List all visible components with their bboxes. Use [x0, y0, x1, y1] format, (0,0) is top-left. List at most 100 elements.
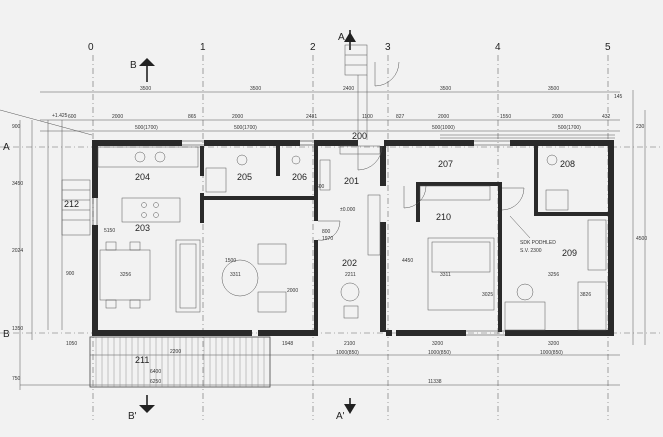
svg-text:865: 865: [188, 114, 197, 120]
entry-steps: [344, 44, 368, 140]
overall-width: 11338: [428, 379, 442, 385]
level-mark-top: +1.425: [52, 113, 68, 119]
svg-text:500(1700): 500(1700): [135, 125, 158, 131]
furniture: [97, 146, 607, 331]
room-210: 210: [436, 212, 451, 222]
svg-text:2400: 2400: [343, 86, 354, 92]
svg-text:500(1000): 500(1000): [432, 125, 455, 131]
svg-text:432: 432: [602, 114, 611, 120]
axis-column-5: 5: [605, 42, 611, 53]
top-inner-dimensions: 600 2000 865 2000 2481 1100 827 2000 155…: [68, 114, 611, 120]
left-dimensions: 900 3450 2024 900 1350 750: [12, 124, 75, 382]
svg-text:900: 900: [12, 124, 21, 130]
svg-text:2000: 2000: [287, 288, 298, 294]
svg-text:1500: 1500: [225, 258, 236, 264]
svg-text:2000: 2000: [112, 114, 123, 120]
svg-text:800: 800: [322, 229, 331, 235]
interior-walls: [200, 146, 608, 332]
svg-text:1000(850): 1000(850): [336, 350, 359, 356]
svg-text:4500: 4500: [636, 236, 647, 242]
room-201: 201: [344, 176, 359, 186]
misc-dimensions: +1.425 ±0.000 800 1970 600 2000 1500 382…: [52, 94, 647, 298]
section-mark-b-top: B: [130, 60, 137, 71]
axis-column-1: 1: [200, 42, 206, 53]
soffit-height: S.V. 2300: [520, 248, 542, 254]
svg-text:600: 600: [316, 184, 325, 190]
room-208: 208: [560, 159, 575, 169]
exterior-walls: [92, 140, 614, 336]
svg-text:6250: 6250: [150, 379, 161, 385]
svg-text:3500: 3500: [250, 86, 261, 92]
windows: [92, 140, 510, 336]
section-mark-a-top: A: [338, 32, 345, 43]
svg-text:3200: 3200: [432, 341, 443, 347]
svg-text:4450: 4450: [402, 258, 413, 264]
room-202: 202: [342, 258, 357, 268]
room-labels: 200 201 202 203 204 205 206 207 208 209 …: [64, 131, 577, 365]
room-207: 207: [438, 159, 453, 169]
top-overall-dimensions: 3500 3500 2400 3500 3500: [140, 86, 559, 92]
vestibule-outline: [339, 145, 381, 155]
section-mark-labels: A A' B B': [128, 32, 345, 422]
svg-text:3500: 3500: [548, 86, 559, 92]
svg-text:2200: 2200: [170, 349, 181, 355]
room-200: 200: [352, 131, 367, 141]
svg-text:900: 900: [66, 271, 75, 277]
dimension-lines: [19, 90, 646, 390]
svg-text:3500: 3500: [440, 86, 451, 92]
section-mark-a-bottom: A': [336, 411, 345, 422]
svg-text:600: 600: [68, 114, 77, 120]
svg-text:1000(850): 1000(850): [428, 350, 451, 356]
room-209: 209: [562, 248, 577, 258]
svg-text:3826: 3826: [580, 292, 591, 298]
svg-text:5150: 5150: [104, 228, 115, 234]
svg-text:230: 230: [636, 124, 645, 130]
svg-text:2000: 2000: [232, 114, 243, 120]
window-dimensions: 500(1700) 500(1700) 500(1000) 500(1700): [135, 125, 581, 131]
axis-column-2: 2: [310, 42, 316, 53]
svg-text:827: 827: [396, 114, 405, 120]
section-mark-b-bottom: B': [128, 411, 137, 422]
svg-text:1350: 1350: [12, 326, 23, 332]
svg-text:3500: 3500: [140, 86, 151, 92]
balcony-railing: [0, 109, 615, 139]
svg-text:3025: 3025: [482, 292, 493, 298]
svg-text:2000: 2000: [438, 114, 449, 120]
side-steps: [61, 179, 91, 236]
svg-text:145: 145: [614, 94, 623, 100]
svg-text:1550: 1550: [500, 114, 511, 120]
soffit-annotation: SDK PODHLED S.V. 2300: [509, 215, 556, 254]
svg-text:3256: 3256: [548, 272, 559, 278]
svg-text:1000(850): 1000(850): [540, 350, 563, 356]
room-203: 203: [135, 223, 150, 233]
room-211: 211: [135, 355, 149, 365]
axis-column-4: 4: [495, 42, 501, 53]
svg-text:2481: 2481: [306, 114, 317, 120]
svg-text:3200: 3200: [548, 341, 559, 347]
terrace-decking: [89, 336, 271, 388]
soffit-label: SDK PODHLED: [520, 240, 556, 246]
axis-labels: 0 1 2 3 4 5 A B: [3, 42, 611, 340]
room-206: 206: [292, 172, 307, 182]
terrace-dimensions: 6400 6250 2200 1050: [66, 341, 181, 385]
axis-column-0: 0: [88, 42, 94, 53]
svg-text:500(1700): 500(1700): [558, 125, 581, 131]
axis-row-b: B: [3, 329, 10, 340]
svg-text:2100: 2100: [344, 341, 355, 347]
room-204: 204: [135, 172, 150, 182]
svg-text:3311: 3311: [440, 272, 451, 278]
svg-text:2024: 2024: [12, 248, 23, 254]
svg-text:3311: 3311: [230, 272, 241, 278]
svg-text:6400: 6400: [150, 369, 161, 375]
room-212: 212: [64, 199, 79, 209]
svg-text:3450: 3450: [12, 181, 23, 187]
svg-text:1050: 1050: [66, 341, 77, 347]
svg-text:2211: 2211: [345, 272, 356, 278]
svg-text:2000: 2000: [552, 114, 563, 120]
axis-row-a: A: [3, 142, 10, 153]
door-swings: [317, 61, 525, 241]
svg-text:3256: 3256: [120, 272, 131, 278]
section-lines: [139, 30, 356, 414]
